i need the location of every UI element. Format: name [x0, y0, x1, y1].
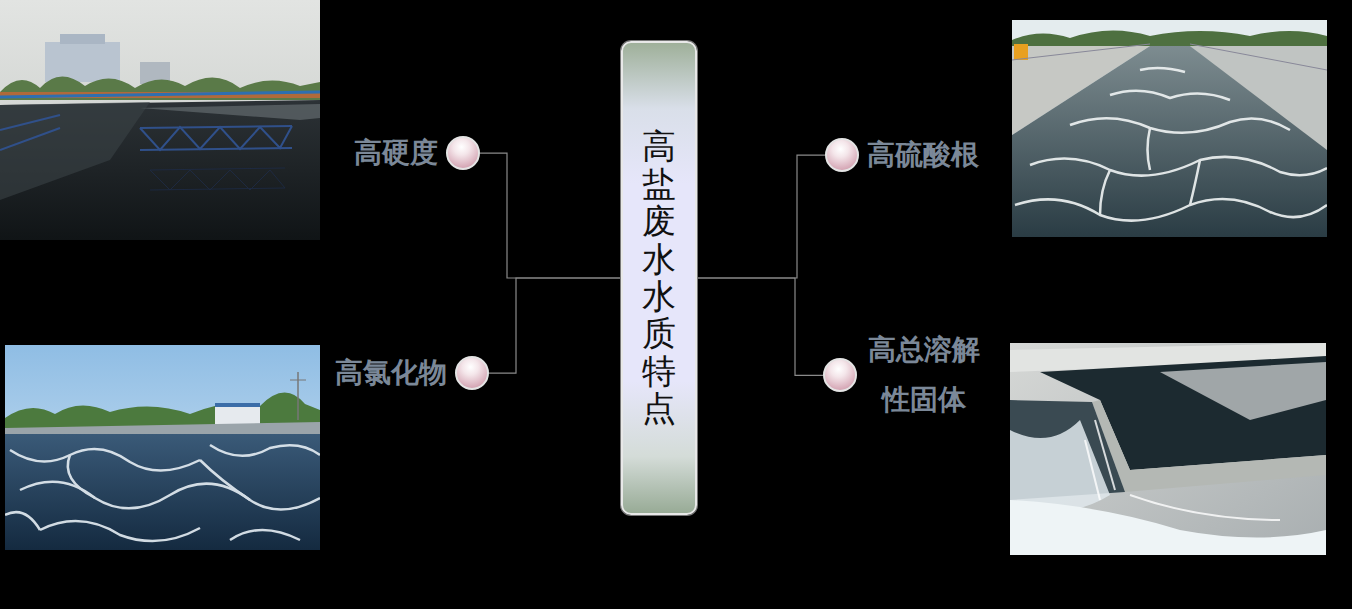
- branch-connector: [697, 155, 825, 278]
- aeration-channel-photo: [1012, 20, 1327, 237]
- node-label: 高盐废水水质特点: [642, 128, 676, 427]
- aeration-photo: [5, 345, 320, 550]
- node-label: 高总溶解性固体: [865, 325, 983, 426]
- settling-tank-photo: [1010, 343, 1326, 555]
- branch-connector: [697, 278, 823, 375]
- feature-bullet: 高总溶解性固体: [823, 325, 983, 426]
- feature-bullet: 高硬度: [354, 128, 480, 178]
- sphere-bullet: [446, 136, 480, 170]
- node-label: 高氯化物: [335, 348, 447, 398]
- title-column-box: 高盐废水水质特点: [621, 41, 697, 515]
- node-label: 高硫酸根: [867, 130, 979, 180]
- sphere-bullet: [825, 138, 859, 172]
- feature-bullet: 高硫酸根: [825, 130, 979, 180]
- sphere-bullet: [823, 358, 857, 392]
- node-label: 高硬度: [354, 128, 438, 178]
- feature-bullet: 高氯化物: [335, 348, 489, 398]
- branch-connector: [480, 153, 621, 278]
- tank-photo: [0, 0, 320, 240]
- sphere-bullet: [455, 356, 489, 390]
- branch-connector: [489, 278, 621, 373]
